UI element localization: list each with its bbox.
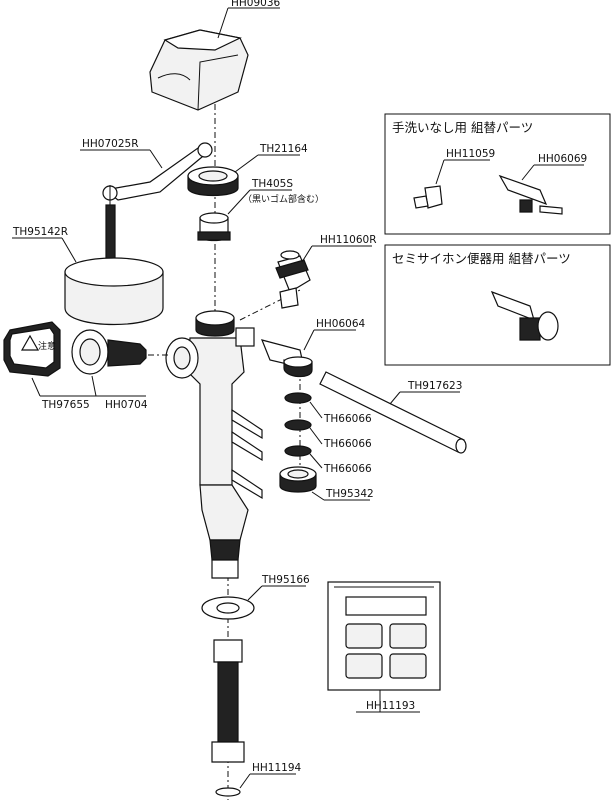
label-th66066-c: TH66066	[323, 463, 372, 475]
label-hh0704: HH0704	[105, 399, 148, 411]
part-th95342-nut	[279, 466, 317, 493]
label-hh11194: HH11194	[252, 762, 302, 774]
label-th95142r: TH95142R	[12, 226, 68, 238]
label-hh11060r: HH11060R	[320, 234, 377, 246]
label-th21164: TH21164	[259, 143, 308, 155]
label-hh06064: HH06064	[316, 318, 366, 330]
label-hh09036: HH09036	[231, 0, 281, 9]
label-th95342: TH95342	[325, 488, 374, 500]
label-th405s: TH405S	[251, 178, 293, 190]
box-lower-title: セミサイホン便器用 組替パーツ	[392, 251, 571, 266]
part-th66066-packing-2	[284, 419, 312, 431]
part-valve-body	[187, 310, 263, 579]
part-hh09036-cover	[149, 29, 249, 111]
part-th97655-cap	[3, 321, 61, 377]
box-upper-title: 手洗いなし用 組替パーツ	[392, 120, 533, 135]
part-flexible-hose	[211, 639, 245, 763]
part-hh0704-dial	[71, 329, 147, 375]
part-hh07025r-lever	[102, 142, 213, 205]
label-th97655: TH97655	[41, 399, 90, 411]
label-th917623: TH917623	[407, 380, 462, 392]
part-th66066-packing-3	[284, 445, 312, 457]
part-hh11193-panel	[327, 581, 441, 691]
label-hh06069: HH06069	[538, 153, 587, 165]
box-upper-kit	[384, 113, 611, 235]
part-hh11060r	[275, 250, 311, 309]
part-th917623-tube	[319, 371, 467, 454]
label-th405s-note: （黒いゴム部含む）	[243, 193, 324, 205]
part-side-port	[165, 337, 199, 379]
label-hh11059: HH11059	[446, 148, 495, 160]
label-caution: 注意	[38, 340, 56, 352]
label-th66066-b: TH66066	[323, 438, 372, 450]
label-hh07025r: HH07025R	[82, 138, 139, 150]
part-hh11194-oring	[215, 787, 241, 797]
part-th95166-washer	[201, 596, 255, 620]
part-th95142r-float	[64, 257, 164, 326]
label-th66066-a: TH66066	[323, 413, 372, 425]
axis-diagonal-hh11060r	[239, 289, 301, 321]
box-lower-kit	[384, 244, 611, 366]
part-th66066-packing-1	[284, 392, 312, 404]
part-hh06064	[261, 339, 313, 378]
label-hh11193: HH11193	[366, 700, 415, 712]
part-th405s	[197, 212, 231, 242]
label-th95166: TH95166	[261, 574, 310, 586]
part-th21164-nut	[187, 166, 239, 197]
